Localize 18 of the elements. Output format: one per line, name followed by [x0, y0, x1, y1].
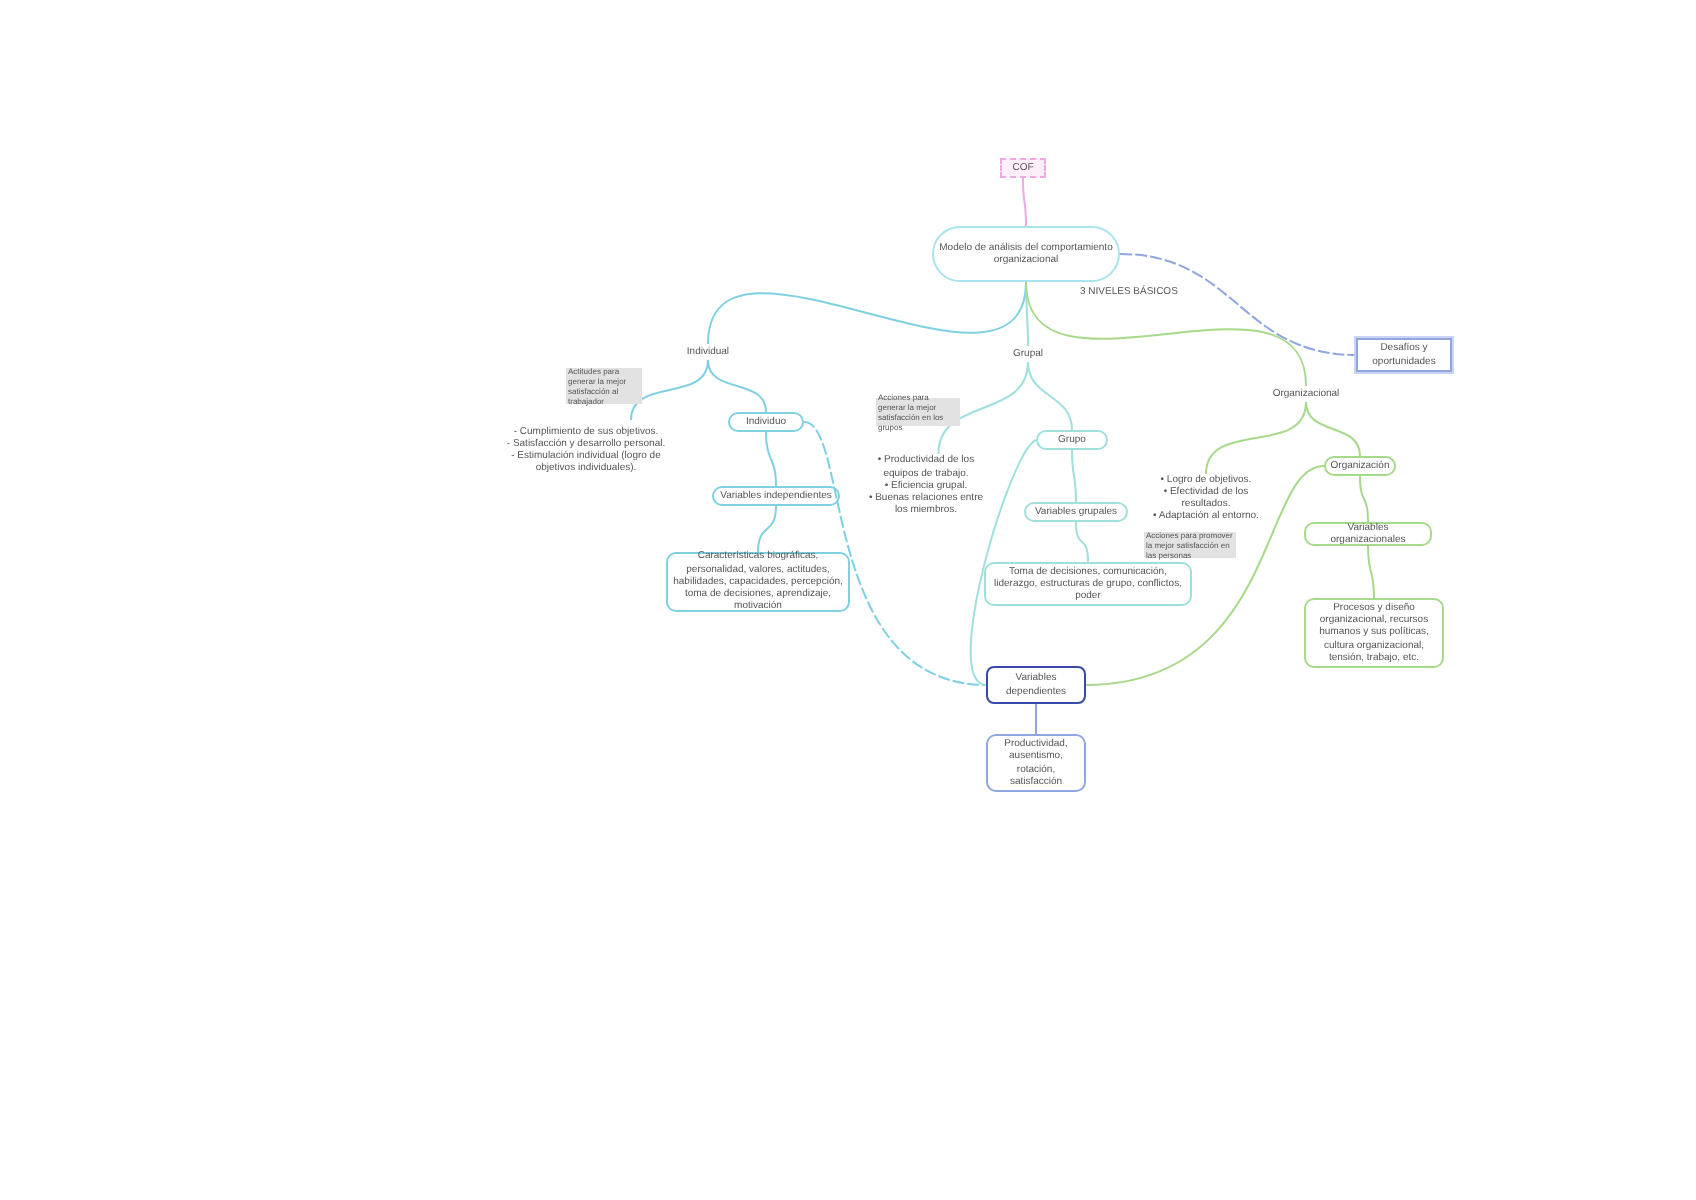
- connector: [803, 421, 987, 686]
- connector: [765, 431, 777, 487]
- connector: [630, 359, 709, 421]
- connector: [1205, 401, 1307, 475]
- connector: [1027, 361, 1073, 431]
- connector: [1022, 177, 1027, 227]
- connector: [757, 505, 777, 553]
- connector: [1075, 521, 1089, 563]
- connector: [1025, 281, 1307, 387]
- connector: [1305, 401, 1361, 457]
- connector: [969, 439, 1037, 686]
- connector: [707, 359, 767, 413]
- connector: [1119, 253, 1357, 356]
- connector: [1367, 545, 1375, 599]
- connector: [1085, 465, 1325, 686]
- connector: [1035, 703, 1037, 735]
- connector: [1071, 449, 1077, 503]
- connector: [1359, 475, 1369, 523]
